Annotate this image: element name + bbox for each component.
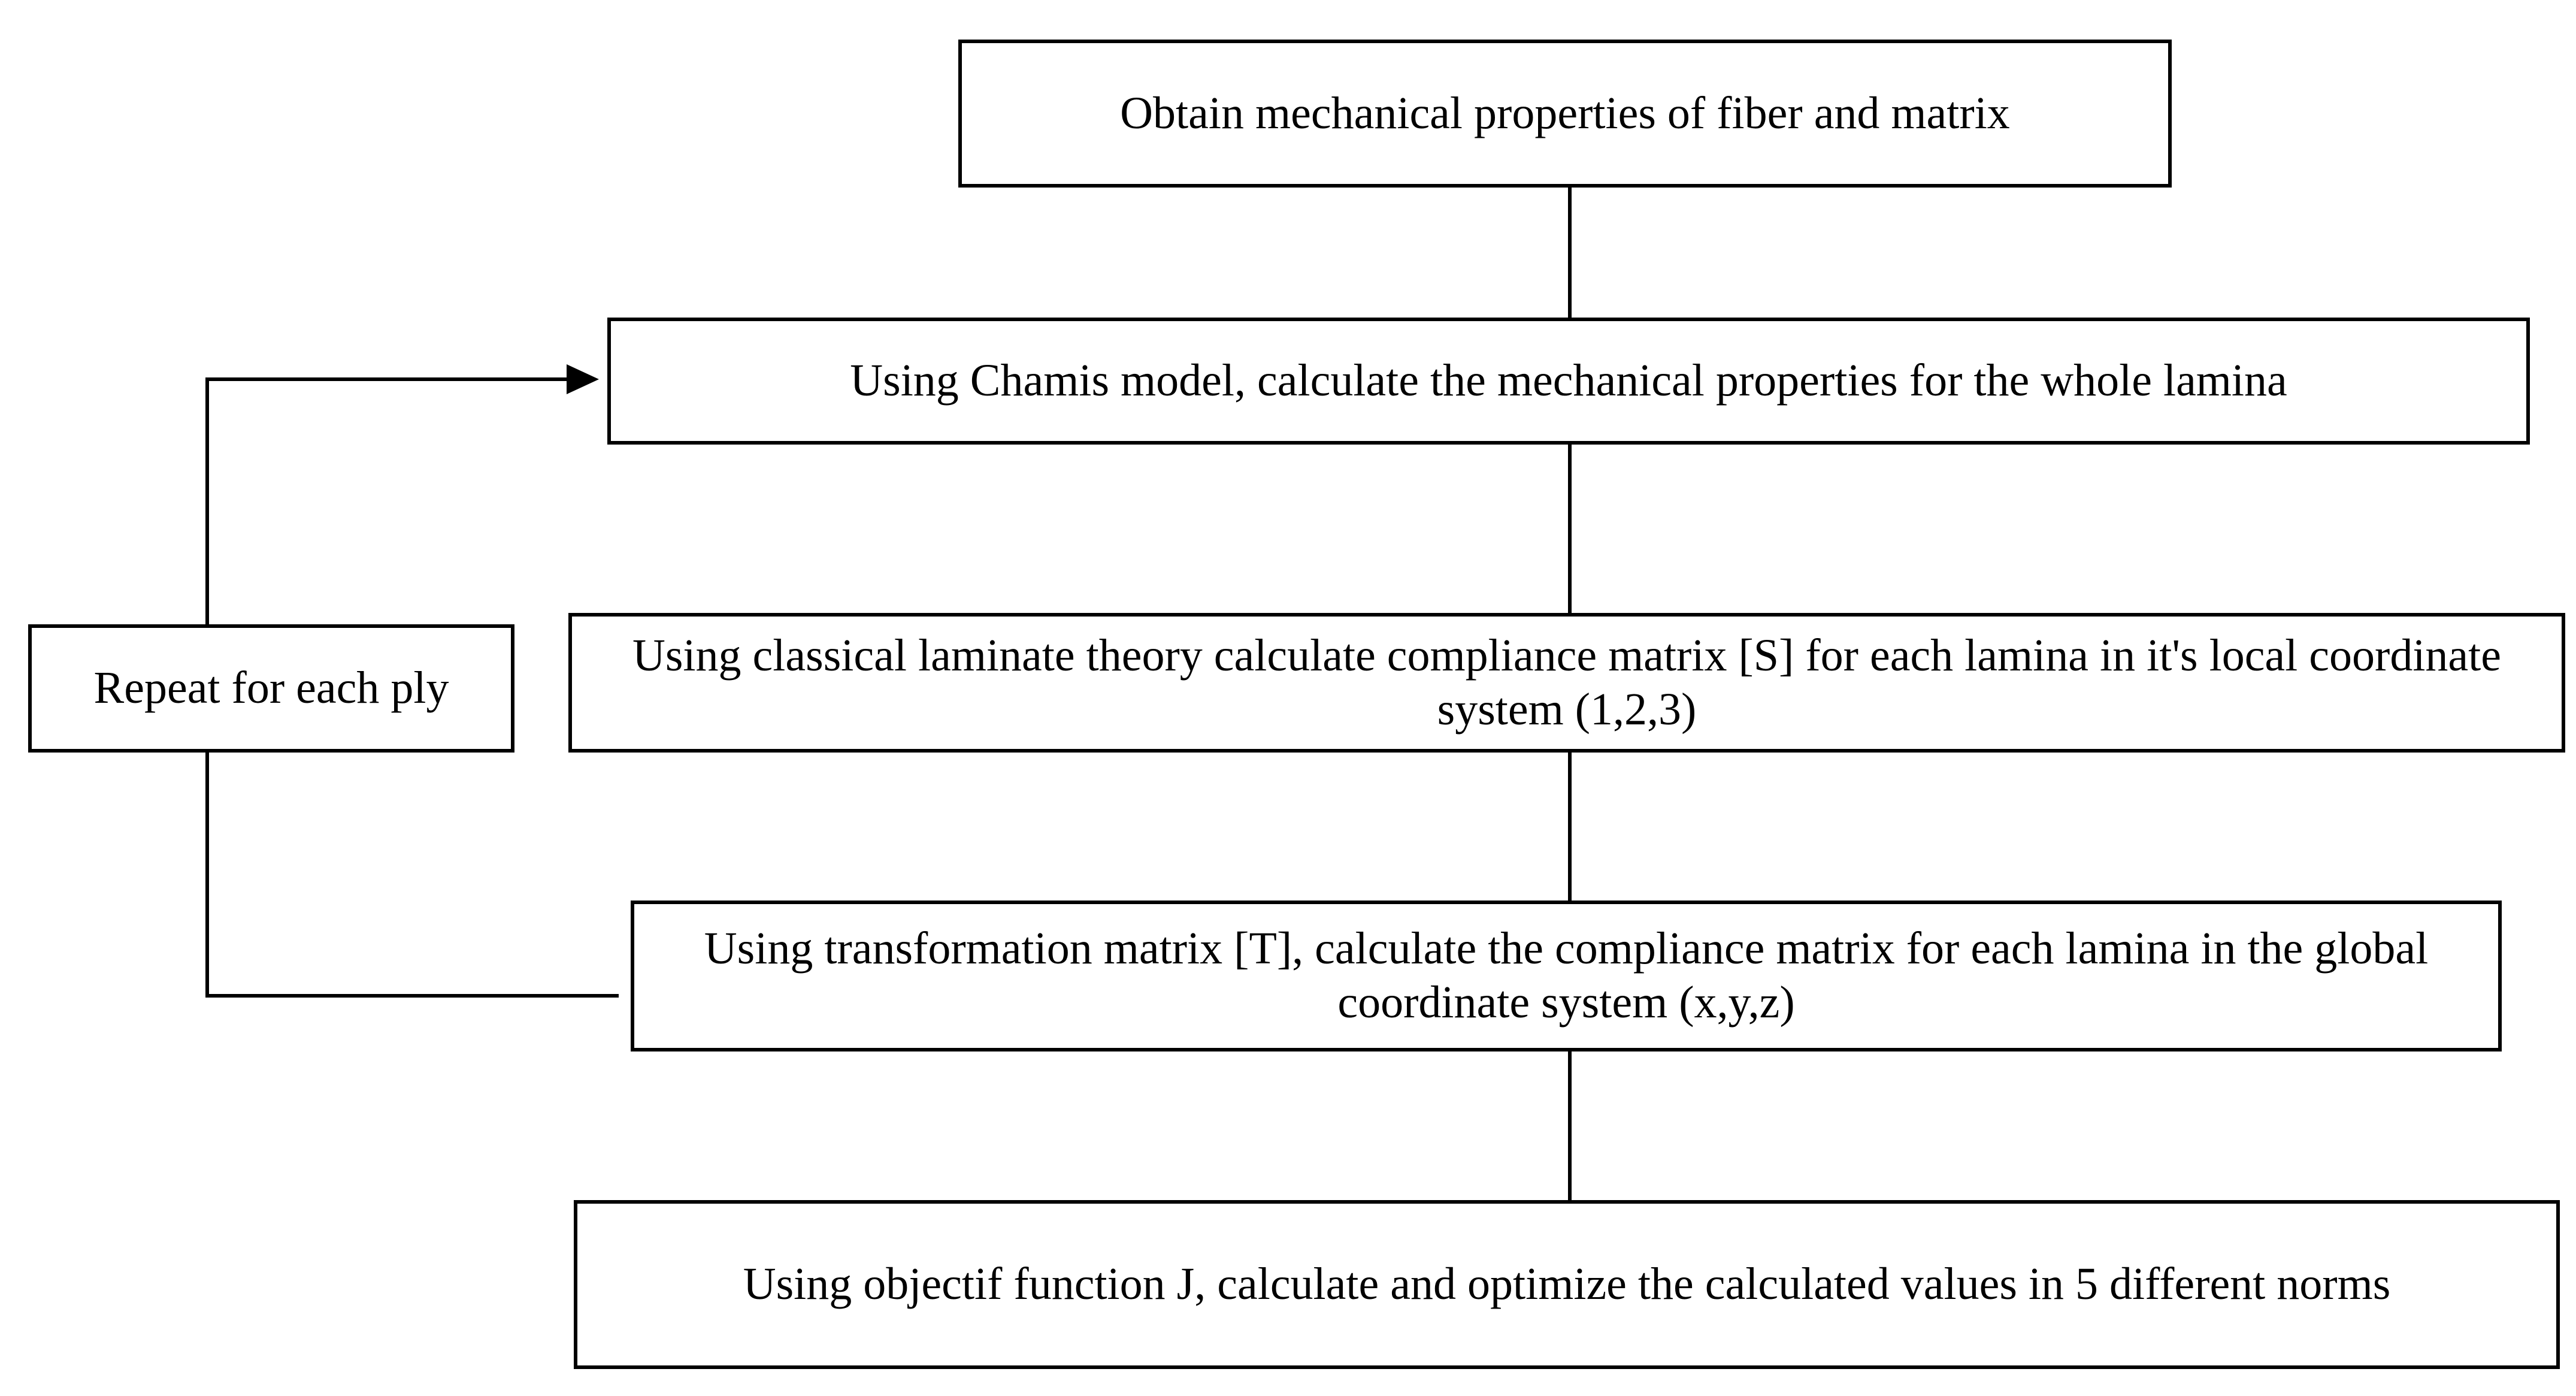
flow-step-5-text: Using objectif function J, calculate and…	[743, 1259, 2391, 1310]
flow-step-2: Using Chamis model, calculate the mechan…	[607, 318, 2530, 445]
loop-return-line	[205, 377, 569, 624]
flow-step-2-text: Using Chamis model, calculate the mechan…	[850, 355, 2287, 406]
flow-step-3-text: Using classical laminate theory calculat…	[632, 630, 2502, 735]
flow-step-1: Obtain mechanical properties of fiber an…	[958, 40, 2172, 188]
flow-step-1-text: Obtain mechanical properties of fiber an…	[1120, 87, 2010, 138]
repeat-loop-text: Repeat for each ply	[93, 663, 449, 714]
flow-step-4: Using transformation matrix [T], calcula…	[631, 901, 2502, 1051]
loop-back-line	[205, 753, 619, 998]
loop-arrowhead	[567, 364, 599, 394]
flow-step-3: Using classical laminate theory calculat…	[568, 613, 2565, 753]
flow-step-5: Using objectif function J, calculate and…	[574, 1200, 2560, 1369]
flow-step-4-text: Using transformation matrix [T], calcula…	[704, 923, 2429, 1028]
repeat-loop-box: Repeat for each ply	[28, 624, 514, 753]
